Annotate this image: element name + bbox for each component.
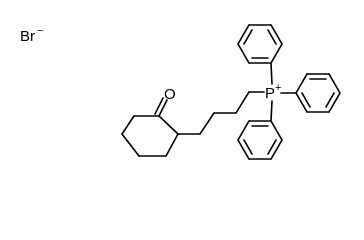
aromatic-bond <box>243 139 253 155</box>
ring-bond <box>270 43 283 64</box>
ring-bond <box>237 43 250 64</box>
butyl-chain <box>177 91 265 135</box>
carbonyl-bond <box>154 97 164 115</box>
carbonyl-group: O <box>154 86 176 117</box>
aromatic-bond <box>325 92 335 108</box>
phenyl-ring-top <box>237 24 283 64</box>
ring-bond <box>237 120 250 141</box>
aromatic-bond <box>267 139 277 155</box>
ring-bond <box>237 24 250 45</box>
ring-bond <box>121 133 140 157</box>
chain-bond <box>235 91 250 114</box>
oxygen-label: O <box>164 86 176 103</box>
structure-canvas: Br − O P + <box>20 24 341 160</box>
aromatic-bond <box>301 92 311 108</box>
aromatic-bond <box>243 29 253 45</box>
aromatic-bond <box>267 29 277 45</box>
phosphorus-label: P <box>265 85 275 102</box>
p-phenyl-bond <box>270 100 273 122</box>
cyclohexanone-ring <box>121 115 179 157</box>
ring-bond <box>165 133 179 157</box>
ring-bond <box>237 139 250 160</box>
ring-bond <box>121 115 135 135</box>
ring-bond <box>295 92 308 113</box>
ring-bond <box>328 73 341 94</box>
ring-bond <box>158 115 179 135</box>
p-phenyl-bond <box>270 62 273 85</box>
ring-bond <box>270 139 283 160</box>
bromide-label: Br <box>20 28 35 45</box>
phosphorus-charge: + <box>275 82 281 94</box>
ring-bond <box>328 92 341 113</box>
ring-bond <box>270 120 283 141</box>
carbonyl-bond <box>158 99 168 117</box>
ring-bond <box>295 73 308 94</box>
phenyl-ring-bottom <box>237 120 283 160</box>
phenyl-ring-right <box>295 73 341 113</box>
molecule-diagram: Br − O P + <box>20 24 341 160</box>
chain-bond <box>199 112 215 135</box>
ring-bond <box>270 24 283 45</box>
bromide-charge: − <box>37 25 43 37</box>
